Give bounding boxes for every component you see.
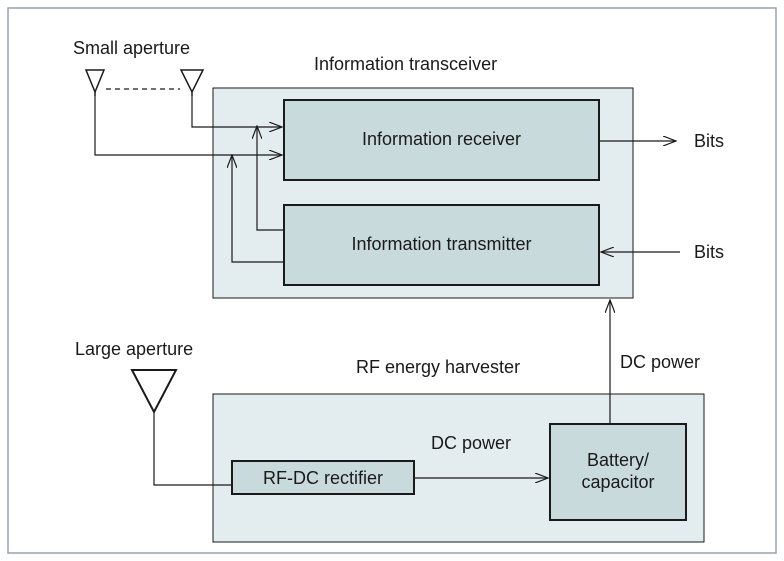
receiver-label: Information receiver (361, 129, 522, 149)
battery-label: Battery/ capacitor (563, 450, 673, 493)
large-aperture-label: Large aperture (75, 339, 194, 359)
wire-large-antenna-to-rectifier (153, 412, 232, 486)
wire-transmitter-to-left-antenna (232, 155, 284, 263)
bits-out-label: Bits (694, 131, 725, 151)
small-aperture-label: Small aperture (73, 38, 191, 58)
receiver-block (283, 99, 600, 181)
transmitter-label: Information transmitter (351, 234, 532, 254)
battery-label-line2: capacitor (581, 471, 655, 492)
large-antenna-icon (130, 369, 178, 415)
battery-block (549, 423, 687, 521)
bits-in-label: Bits (694, 242, 725, 262)
dc-power-internal-label: DC power (431, 433, 512, 453)
dc-power-to-transceiver-label: DC power (620, 352, 701, 372)
small-antenna-right-icon (179, 69, 205, 96)
small-antenna-left-icon (84, 69, 106, 96)
battery-label-line1: Battery/ (586, 450, 650, 470)
wire-left-antenna-to-receiver (94, 96, 282, 155)
rectifier-label: RF-DC rectifier (263, 468, 383, 488)
transceiver-title: Information transceiver (314, 54, 498, 74)
rectifier-block (231, 460, 415, 495)
wire-transmitter-to-right-antenna (257, 126, 284, 231)
harvester-title: RF energy harvester (356, 357, 521, 377)
transmitter-block (283, 204, 600, 286)
